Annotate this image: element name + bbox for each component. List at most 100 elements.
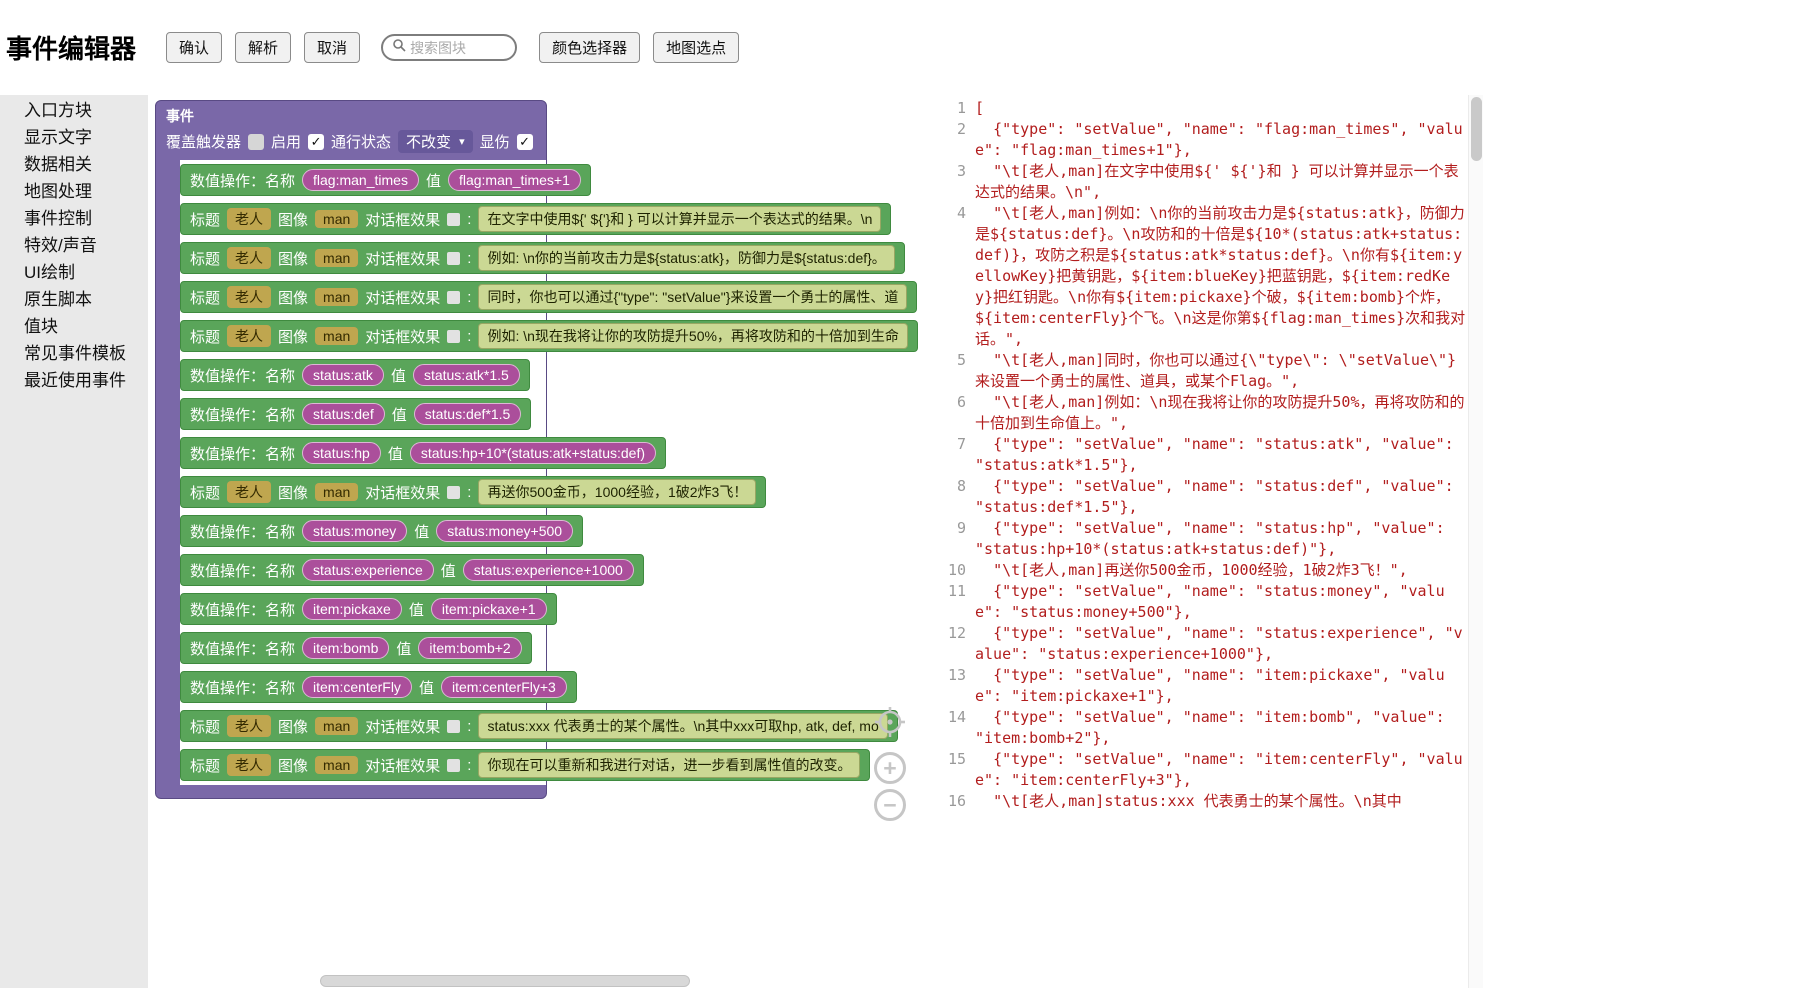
zoom-out-button[interactable]: − (874, 789, 906, 821)
sidebar-item[interactable]: 最近使用事件 (24, 371, 126, 390)
value-field[interactable]: item:pickaxe+1 (430, 598, 547, 620)
show-text-block[interactable]: 标题 老人 图像 man 对话框效果 : 例如: \n你的当前攻击力是${sta… (180, 242, 905, 274)
image-field[interactable]: man (315, 756, 359, 774)
image-field[interactable]: man (315, 327, 359, 345)
dialog-effect-checkbox[interactable] (447, 251, 461, 265)
zoom-reset-button[interactable] (874, 706, 906, 738)
value-field[interactable]: status:experience+1000 (462, 559, 634, 581)
colon-label: : (467, 756, 472, 774)
sidebar-item[interactable]: 事件控制 (24, 209, 92, 228)
dialog-effect-checkbox[interactable] (447, 212, 461, 226)
title-field[interactable]: 老人 (227, 286, 272, 308)
name-field[interactable]: status:def (302, 403, 385, 425)
map-point-button[interactable]: 地图选点 (653, 32, 740, 63)
display-damage-checkbox[interactable] (516, 133, 533, 150)
title-field[interactable]: 老人 (227, 325, 272, 347)
show-text-block[interactable]: 标题 老人 图像 man 对话框效果 : status:xxx 代表勇士的某个属… (180, 710, 898, 742)
value-field[interactable]: status:money+500 (436, 520, 574, 542)
text-content-field[interactable]: 例如: \n现在我将让你的攻防提升50%，再将攻防和的十倍加到生命 (478, 323, 908, 349)
title-field[interactable]: 老人 (227, 715, 272, 737)
setvalue-block[interactable]: 数值操作：名称 status:hp 值 status:hp+10*(status… (180, 437, 666, 469)
setvalue-block[interactable]: 数值操作：名称 flag:man_times 值 flag:man_times+… (180, 164, 591, 196)
dialog-effect-checkbox[interactable] (447, 290, 461, 304)
sidebar-item[interactable]: 入口方块 (24, 101, 92, 120)
parse-button[interactable]: 解析 (235, 32, 292, 63)
show-text-block[interactable]: 标题 老人 图像 man 对话框效果 : 你现在可以重新和我进行对话，进一步看到… (180, 749, 871, 781)
code-lines[interactable]: 1 [ 2 {"type": "setValue", "name": "flag… (947, 98, 1466, 812)
sidebar-item[interactable]: 常见事件模板 (24, 344, 126, 363)
sidebar-item[interactable]: 特效/声音 (24, 236, 97, 255)
code-scrollbar[interactable] (1468, 95, 1483, 988)
name-field[interactable]: item:pickaxe (302, 598, 402, 620)
pass-state-dropdown[interactable]: 不改变 ▾ (398, 130, 473, 153)
sidebar-item[interactable]: 地图处理 (24, 182, 92, 201)
setvalue-block[interactable]: 数值操作：名称 status:experience 值 status:exper… (180, 554, 644, 586)
image-field[interactable]: man (315, 249, 359, 267)
value-field[interactable]: item:centerFly+3 (440, 676, 567, 698)
search-box[interactable] (381, 34, 518, 61)
sidebar-item[interactable]: 值块 (24, 317, 58, 336)
enable-checkbox[interactable] (308, 133, 325, 150)
value-field[interactable]: status:atk*1.5 (412, 364, 520, 386)
text-content-field[interactable]: 你现在可以重新和我进行对话，进一步看到属性值的改变。 (478, 752, 861, 778)
dialog-effect-checkbox[interactable] (447, 329, 461, 343)
blockly-workspace[interactable]: 事件 覆盖触发器 启用 通行状态 不改变 ▾ 显伤 数值操作：名称 flag:m… (148, 95, 945, 988)
text-content-field[interactable]: 在文字中使用${' ${'}和 } 可以计算并显示一个表达式的结果。\n (478, 206, 882, 232)
sidebar-item[interactable]: 显示文字 (24, 128, 92, 147)
image-field[interactable]: man (315, 288, 359, 306)
dialog-effect-checkbox[interactable] (447, 758, 461, 772)
dialog-effect-label: 对话框效果 (365, 211, 441, 229)
value-field[interactable]: status:hp+10*(status:atk+status:def) (409, 442, 656, 464)
name-field[interactable]: status:money (302, 520, 408, 542)
show-text-block[interactable]: 标题 老人 图像 man 对话框效果 : 同时，你也可以通过{"type": "… (180, 281, 918, 313)
confirm-button[interactable]: 确认 (166, 32, 223, 63)
sidebar-item[interactable]: 数据相关 (24, 155, 92, 174)
show-text-block[interactable]: 标题 老人 图像 man 对话框效果 : 在文字中使用${' ${'}和 } 可… (180, 203, 892, 235)
sidebar-item[interactable]: UI绘制 (24, 263, 75, 282)
image-field[interactable]: man (315, 717, 359, 735)
setvalue-block[interactable]: 数值操作：名称 status:atk 值 status:atk*1.5 (180, 359, 530, 391)
value-field[interactable]: status:def*1.5 (413, 403, 522, 425)
title-field[interactable]: 老人 (227, 208, 272, 230)
line-text: {"type": "setValue", "name": "status:atk… (975, 435, 1463, 474)
sidebar-item[interactable]: 原生脚本 (24, 290, 92, 309)
zoom-in-button[interactable]: + (874, 752, 906, 784)
setvalue-block[interactable]: 数值操作：名称 status:money 值 status:money+500 (180, 515, 584, 547)
setvalue-block[interactable]: 数值操作：名称 item:bomb 值 item:bomb+2 (180, 632, 532, 664)
text-content-field[interactable]: 同时，你也可以通过{"type": "setValue"}来设置一个勇士的属性、… (478, 284, 908, 310)
image-field[interactable]: man (315, 210, 359, 228)
setvalue-block[interactable]: 数值操作：名称 item:pickaxe 值 item:pickaxe+1 (180, 593, 557, 625)
cancel-button[interactable]: 取消 (304, 32, 361, 63)
image-field[interactable]: man (315, 483, 359, 501)
text-content-field[interactable]: 再送你500金币，1000经验，1破2炸3飞！ (478, 479, 757, 505)
code-scrollbar-thumb[interactable] (1471, 97, 1482, 161)
value-label: 值 (440, 562, 456, 580)
name-field[interactable]: status:hp (302, 442, 381, 464)
value-field[interactable]: flag:man_times+1 (447, 169, 581, 191)
canvas-horizontal-scrollbar[interactable] (320, 975, 690, 987)
search-input[interactable] (410, 39, 507, 56)
title-field[interactable]: 老人 (227, 754, 272, 776)
show-text-block[interactable]: 标题 老人 图像 man 对话框效果 : 例如: \n现在我将让你的攻防提升50… (180, 320, 918, 352)
title-field[interactable]: 老人 (227, 481, 272, 503)
show-text-block[interactable]: 标题 老人 图像 man 对话框效果 : 再送你500金币，1000经验，1破2… (180, 476, 767, 508)
text-content-field[interactable]: 例如: \n你的当前攻击力是${status:atk}，防御力是${status… (478, 245, 895, 271)
name-field[interactable]: status:experience (302, 559, 434, 581)
setvalue-block[interactable]: 数值操作：名称 item:centerFly 值 item:centerFly+… (180, 671, 577, 703)
name-field[interactable]: status:atk (302, 364, 384, 386)
title-field[interactable]: 老人 (227, 247, 272, 269)
text-content-field[interactable]: status:xxx 代表勇士的某个属性。\n其中xxx可取hp, atk, d… (478, 713, 888, 739)
override-trigger-checkbox[interactable] (248, 133, 265, 150)
code-line: 2 {"type": "setValue", "name": "flag:man… (947, 119, 1466, 161)
enable-label: 启用 (271, 134, 302, 151)
title-label: 标题 (190, 250, 221, 268)
setvalue-block[interactable]: 数值操作：名称 status:def 值 status:def*1.5 (180, 398, 532, 430)
dialog-effect-checkbox[interactable] (447, 719, 461, 733)
value-field[interactable]: item:bomb+2 (418, 637, 522, 659)
name-field[interactable]: item:centerFly (302, 676, 412, 698)
name-field[interactable]: flag:man_times (302, 169, 419, 191)
event-block[interactable]: 事件 覆盖触发器 启用 通行状态 不改变 ▾ 显伤 数值操作：名称 flag:m… (155, 100, 918, 799)
color-picker-button[interactable]: 颜色选择器 (539, 32, 641, 63)
dialog-effect-checkbox[interactable] (447, 485, 461, 499)
name-field[interactable]: item:bomb (302, 637, 390, 659)
